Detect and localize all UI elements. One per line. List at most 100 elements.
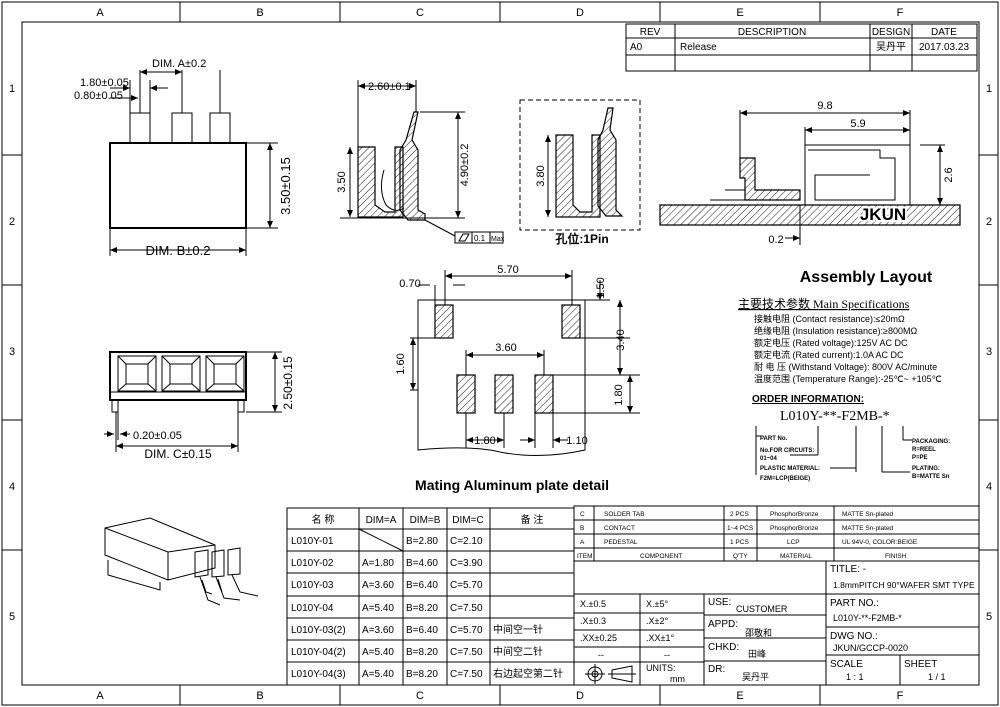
bill-of-materials: C SOLDER TAB 2 PCS PhosphorBronze MATTE …: [573, 505, 980, 562]
side-section-view: 2.60±0.1 3.50 4.90±0.2 0.1 Max: [336, 80, 505, 244]
rev-date: 2017.03.23: [919, 42, 969, 53]
bom-cell: PhosphorBronze: [770, 525, 819, 532]
assembly-height: 2.6: [943, 167, 955, 182]
dim-cell: 右边起空第二针: [493, 667, 563, 680]
col-label-f-bottom: F: [897, 690, 904, 702]
bom-cell: MATTE Sn-plated: [842, 511, 894, 518]
row-label-1-right: 1: [986, 83, 992, 95]
specifications: 主要技术参数 Main Specifications 接触电阻 (Contact…: [738, 296, 942, 384]
dimension-table: 名 称 DIM=A DIM=B DIM=C 备 注 L010Y-01 B=2.8…: [286, 507, 575, 686]
order-title: ORDER INFORMATION:: [752, 394, 864, 405]
bom-cell: PhosphorBronze: [770, 511, 819, 518]
sheet-label: SHEET: [904, 659, 937, 670]
bom-cell: MATTE Sn-plated: [842, 525, 894, 532]
appd-label: APPD:: [708, 619, 738, 630]
bom-header-material: MATERIAL: [780, 553, 812, 560]
dim-header-c: DIM=C: [452, 515, 483, 526]
dim-cell: B=6.40: [406, 580, 438, 591]
assembly-title: Assembly Layout: [800, 269, 933, 286]
units-label: UNITS:: [646, 663, 676, 673]
hole-view: 3.80 孔位:1Pin: [519, 99, 641, 246]
part-no-label: PART NO.:: [830, 598, 879, 609]
dim-cell: L010Y-03: [291, 580, 334, 591]
row-label-4-right: 4: [986, 481, 992, 493]
projection-symbol-icon: [585, 664, 636, 684]
order-plating: PLATING:: [912, 466, 940, 472]
assembly-offset: 0.2: [768, 234, 783, 246]
specs-title: 主要技术参数 Main Specifications: [738, 296, 910, 311]
revision-table: REV DESCRIPTION DESIGN DATE A0 Release 吴…: [625, 23, 978, 72]
bom-cell: A: [580, 539, 585, 546]
plate-height-left: 1.60: [395, 353, 407, 374]
assembly-width-inner: 5.9: [850, 118, 865, 130]
col-label-b: B: [256, 7, 263, 19]
tol-angle-1: X.±5°: [646, 599, 668, 609]
dim-cell: B=6.40: [406, 625, 438, 636]
tol-angle-3: .XX±1°: [646, 633, 674, 643]
dim-cell: L010Y-04: [291, 603, 334, 614]
col-label-f: F: [897, 7, 904, 19]
body-height-label: 3.50±0.15: [278, 157, 293, 215]
row-label-2: 2: [9, 216, 15, 228]
order-information: ORDER INFORMATION: L010Y-**-F2MB-* PART …: [752, 394, 950, 482]
rev-header-desc: DESCRIPTION: [738, 27, 806, 38]
order-packaging: PACKAGING:: [912, 439, 950, 445]
dim-row-2: L010Y-02 A=1.80 B=4.60 C=3.90: [291, 558, 483, 569]
scale-label: SCALE: [830, 659, 863, 670]
dim-cell: L010Y-02: [291, 558, 334, 569]
col-label-e-bottom: E: [736, 690, 743, 702]
assembly-logo: JKUN: [860, 205, 906, 224]
bom-cell: 1~4 PCS: [727, 525, 754, 532]
bom-row-b: B CONTACT 1~4 PCS PhosphorBronze MATTE S…: [580, 525, 894, 532]
chkd-value: 田峰: [748, 649, 766, 659]
dim-cell: B=2.80: [406, 536, 438, 547]
dim-row-7: L010Y-04(3) A=5.40 B=8.20 C=7.50 右边起空第二针: [291, 667, 563, 680]
isometric-view: [104, 517, 259, 606]
dim-cell: C=3.90: [450, 558, 483, 569]
rev-value: A0: [630, 42, 643, 53]
dim-row-4: L010Y-04 A=5.40 B=8.20 C=7.50: [291, 603, 483, 614]
dim-header-b: DIM=B: [410, 515, 441, 526]
dim-a-label: DIM. A±0.2: [152, 58, 206, 70]
order-pack-pe: P=PE: [912, 455, 928, 461]
row-label-3: 3: [9, 346, 15, 358]
col-label-c: C: [416, 7, 424, 19]
use-value: CUSTOMER: [736, 604, 788, 614]
rev-header-date: DATE: [931, 27, 957, 38]
bom-cell: SOLDER TAB: [604, 511, 645, 518]
bom-header-item: ITEM: [577, 553, 593, 560]
dim-cell: L010Y-01: [291, 536, 334, 547]
dim-cell: L010Y-04(3): [291, 669, 346, 680]
dim-row-1: L010Y-01 B=2.80 C=2.10: [291, 536, 483, 547]
part-no-value: L010Y-**-F2MB-*: [833, 613, 902, 623]
pin-width-label: 1.80±0.05: [80, 77, 129, 89]
row-label-3-right: 3: [986, 346, 992, 358]
order-plating-value: B=MATTE Sn: [912, 474, 950, 480]
order-pack-reel: R=REEL: [912, 447, 936, 453]
front-view: 2.50±0.15 0.20±0.05 DIM. C±0.15: [104, 351, 295, 461]
rev-description: Release: [680, 42, 717, 53]
dim-cell: C=7.50: [450, 603, 483, 614]
hole-height-dim: 3.80: [535, 165, 547, 186]
order-part-no: PART No.: [760, 436, 788, 442]
front-height-dim: 2.50±0.15: [281, 356, 295, 410]
dim-cell: A=5.40: [362, 647, 394, 658]
dim-cell: L010Y-03(2): [291, 625, 346, 636]
hole-label: 孔位:1Pin: [555, 231, 608, 246]
plate-pad-pitch: 1.80: [474, 435, 495, 447]
row-label-2-right: 2: [986, 216, 992, 228]
dr-label: DR:: [708, 664, 725, 675]
dim-cell: C=7.50: [450, 647, 483, 658]
dim-row-3: L010Y-03 A=3.60 B=6.40 C=5.70: [291, 580, 483, 591]
units-value: mm: [670, 674, 685, 684]
order-plastic: PLASTIC MATERIAL:: [760, 466, 820, 472]
scale-value: 1 : 1: [846, 672, 864, 682]
dim-cell: A=5.40: [362, 603, 394, 614]
assembly-width-outer: 9.8: [817, 100, 832, 112]
col-label-b-bottom: B: [256, 690, 263, 702]
dim-cell: C=5.70: [450, 580, 483, 591]
bom-cell: PEDESTAL: [604, 539, 638, 546]
dim-cell: A=1.80: [362, 558, 394, 569]
